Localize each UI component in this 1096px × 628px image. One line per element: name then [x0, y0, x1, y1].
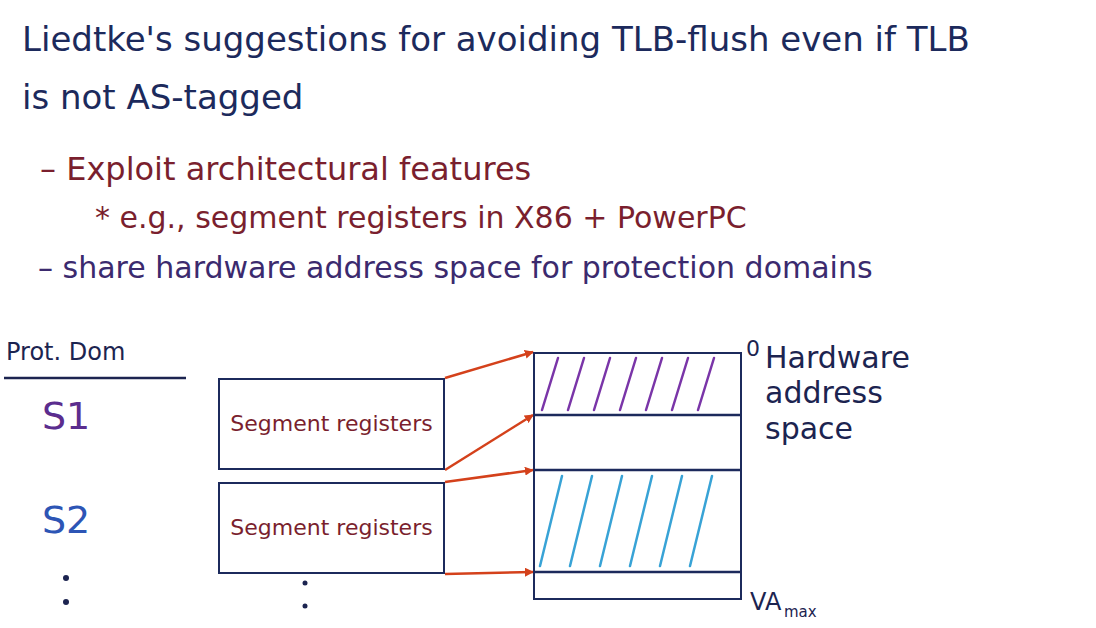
register-box: Segment registers	[218, 378, 445, 470]
underline	[4, 377, 186, 380]
bullet-text: * e.g., segment registers in X86 + Power…	[95, 200, 747, 236]
address-mark: 0	[746, 336, 760, 362]
ellipsis-dots	[63, 575, 308, 609]
box-heading: Hardware address space	[765, 340, 940, 446]
blue-hatch	[540, 476, 712, 566]
address-mark: VA	[750, 588, 781, 617]
bullet-text: – share hardware address space for prote…	[38, 250, 873, 286]
mapping-arrow	[445, 352, 533, 378]
column-heading: Prot. Dom	[6, 338, 125, 367]
domain-name: S1	[42, 394, 90, 440]
address-subscript: max	[784, 603, 817, 621]
title: Liedtke's suggestions for avoiding TLB-f…	[22, 10, 982, 126]
box-label: Segment registers	[230, 410, 432, 438]
domain-name: S2	[42, 498, 90, 544]
purple-hatch	[542, 358, 714, 410]
address-space-box: Hardware address space	[533, 352, 742, 600]
bullet-text: – Exploit architectural features	[40, 150, 531, 188]
register-box: Segment registers	[218, 482, 445, 574]
segment-dividers	[533, 415, 742, 572]
mapping-arrow	[445, 470, 533, 482]
mapping-arrow	[445, 572, 533, 574]
mapping-arrow	[445, 415, 533, 470]
box-label: Segment registers	[230, 514, 432, 542]
